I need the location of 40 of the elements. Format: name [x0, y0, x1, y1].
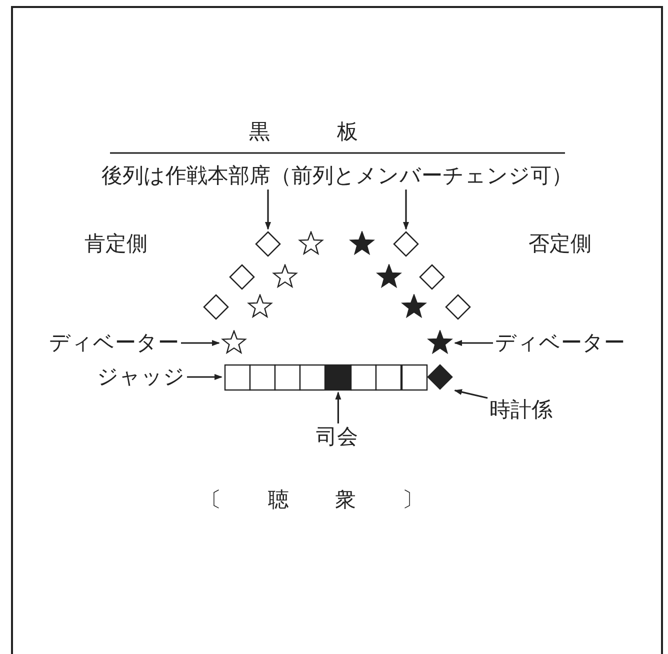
- seat-square: [350, 364, 377, 390]
- seat-label: ジャッジ: [97, 365, 185, 389]
- seat-square: [299, 364, 326, 390]
- arrow: [403, 190, 409, 230]
- seat-label: ディベーター: [495, 331, 625, 355]
- seat-star: [272, 264, 298, 290]
- seat-star: [401, 294, 427, 320]
- arrow: [187, 374, 222, 380]
- seat-label: 司会: [316, 425, 358, 449]
- arrow: [335, 392, 342, 424]
- side-label: 肯定側: [84, 232, 148, 256]
- seat-diamond: [393, 231, 419, 257]
- seat-label: 後列は作戦本部席（前列とメンバーチェンジ可）: [102, 164, 572, 188]
- arrow: [454, 389, 488, 399]
- seat-diamond: [427, 364, 453, 390]
- seat-diamond: [255, 231, 281, 257]
- seat-star: [349, 231, 375, 257]
- seat-star: [221, 330, 247, 356]
- seat-square: [274, 364, 302, 390]
- arrow: [181, 340, 220, 346]
- seat-diamond: [203, 294, 229, 320]
- seat-square: [224, 364, 250, 390]
- seat-diamond: [445, 294, 471, 320]
- seat-square: [375, 364, 402, 390]
- seat-star: [427, 330, 453, 356]
- seat-square: [248, 364, 276, 390]
- seat-diamond: [229, 264, 255, 290]
- arrow: [454, 340, 493, 346]
- seat-label: ディベーター: [49, 331, 179, 355]
- arrow: [265, 190, 271, 230]
- blackboard-label: 黒板: [248, 120, 426, 144]
- seat-star: [247, 294, 273, 320]
- audience-label: 〔聴衆〕: [200, 488, 470, 512]
- seat-star: [376, 264, 402, 290]
- side-label: 否定側: [528, 232, 592, 256]
- seat-star: [298, 231, 324, 257]
- seat-label: 時計係: [490, 398, 552, 422]
- seat-diamond: [419, 264, 445, 290]
- seat-square: [400, 364, 428, 390]
- seat-square: [324, 364, 352, 390]
